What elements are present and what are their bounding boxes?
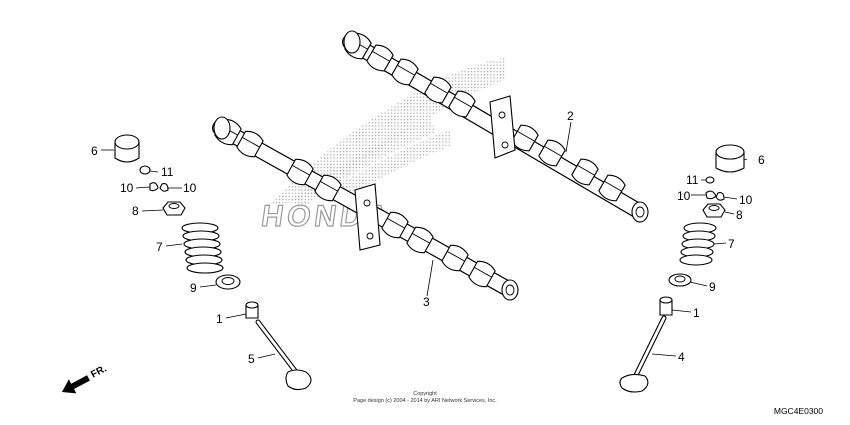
callout-7-right: 7 [728, 237, 735, 251]
callout-8-right: 8 [736, 208, 743, 222]
cotters-left [149, 182, 169, 192]
callout-11-left: 11 [161, 165, 174, 179]
valve-left [255, 319, 312, 391]
valve-stem-seal-left [245, 301, 259, 319]
front-arrow-icon [62, 375, 90, 394]
valve-right [619, 315, 667, 393]
callout-10-right-a: 10 [677, 189, 691, 203]
callout-4: 4 [678, 350, 685, 364]
valve-lifter-right [715, 144, 745, 173]
callout-9-right: 9 [709, 280, 716, 294]
callout-1-right: 1 [693, 306, 700, 320]
cotters-right [705, 190, 725, 201]
valve-train-left [114, 134, 312, 391]
front-direction-indicator: FR. [62, 363, 109, 394]
valve-lifter-left [114, 134, 140, 163]
camshaft-upper [342, 30, 649, 223]
copyright-line-1: Copyright [413, 391, 437, 397]
callout-2: 2 [567, 109, 574, 123]
cotter-small-right [705, 176, 715, 184]
callout-8-left: 8 [132, 204, 139, 218]
leader-lines [101, 121, 748, 359]
callout-9-left: 9 [190, 281, 197, 295]
valve-spring-right [679, 222, 717, 266]
valve-spring-left [181, 222, 224, 274]
cotter-small-left [139, 165, 151, 175]
copyright-line-2: Page design (c) 2004 - 2014 by ARI Netwo… [353, 398, 497, 404]
valve-stem-seal-right [659, 296, 673, 316]
spring-retainer-right [702, 203, 726, 218]
callout-1-left: 1 [216, 312, 223, 326]
spring-seat-right [668, 273, 692, 287]
callout-10-left-b: 10 [183, 181, 197, 195]
valve-train-right [619, 144, 745, 393]
callout-11-right: 11 [686, 173, 699, 187]
spring-retainer-left [162, 201, 186, 216]
copyright-block: Copyright Page design (c) 2004 - 2014 by… [353, 391, 497, 404]
front-arrow-label: FR. [89, 363, 109, 380]
callout-3: 3 [423, 295, 430, 309]
callout-10-right-b: 10 [739, 193, 753, 207]
callout-6-left: 6 [91, 144, 98, 158]
diagram-code: MGC4E0300 [774, 406, 823, 416]
callout-labels: 6 11 10 10 8 7 9 1 5 2 3 6 11 10 10 8 7 … [91, 109, 765, 366]
honda-wing-watermark: HONDA [259, 58, 505, 234]
callout-6-right: 6 [758, 153, 765, 167]
callout-7-left: 7 [156, 240, 163, 254]
callout-5: 5 [248, 352, 255, 366]
camshaft-lower [212, 116, 519, 301]
spring-seat-left [215, 274, 241, 290]
callout-10-left-a: 10 [120, 181, 134, 195]
